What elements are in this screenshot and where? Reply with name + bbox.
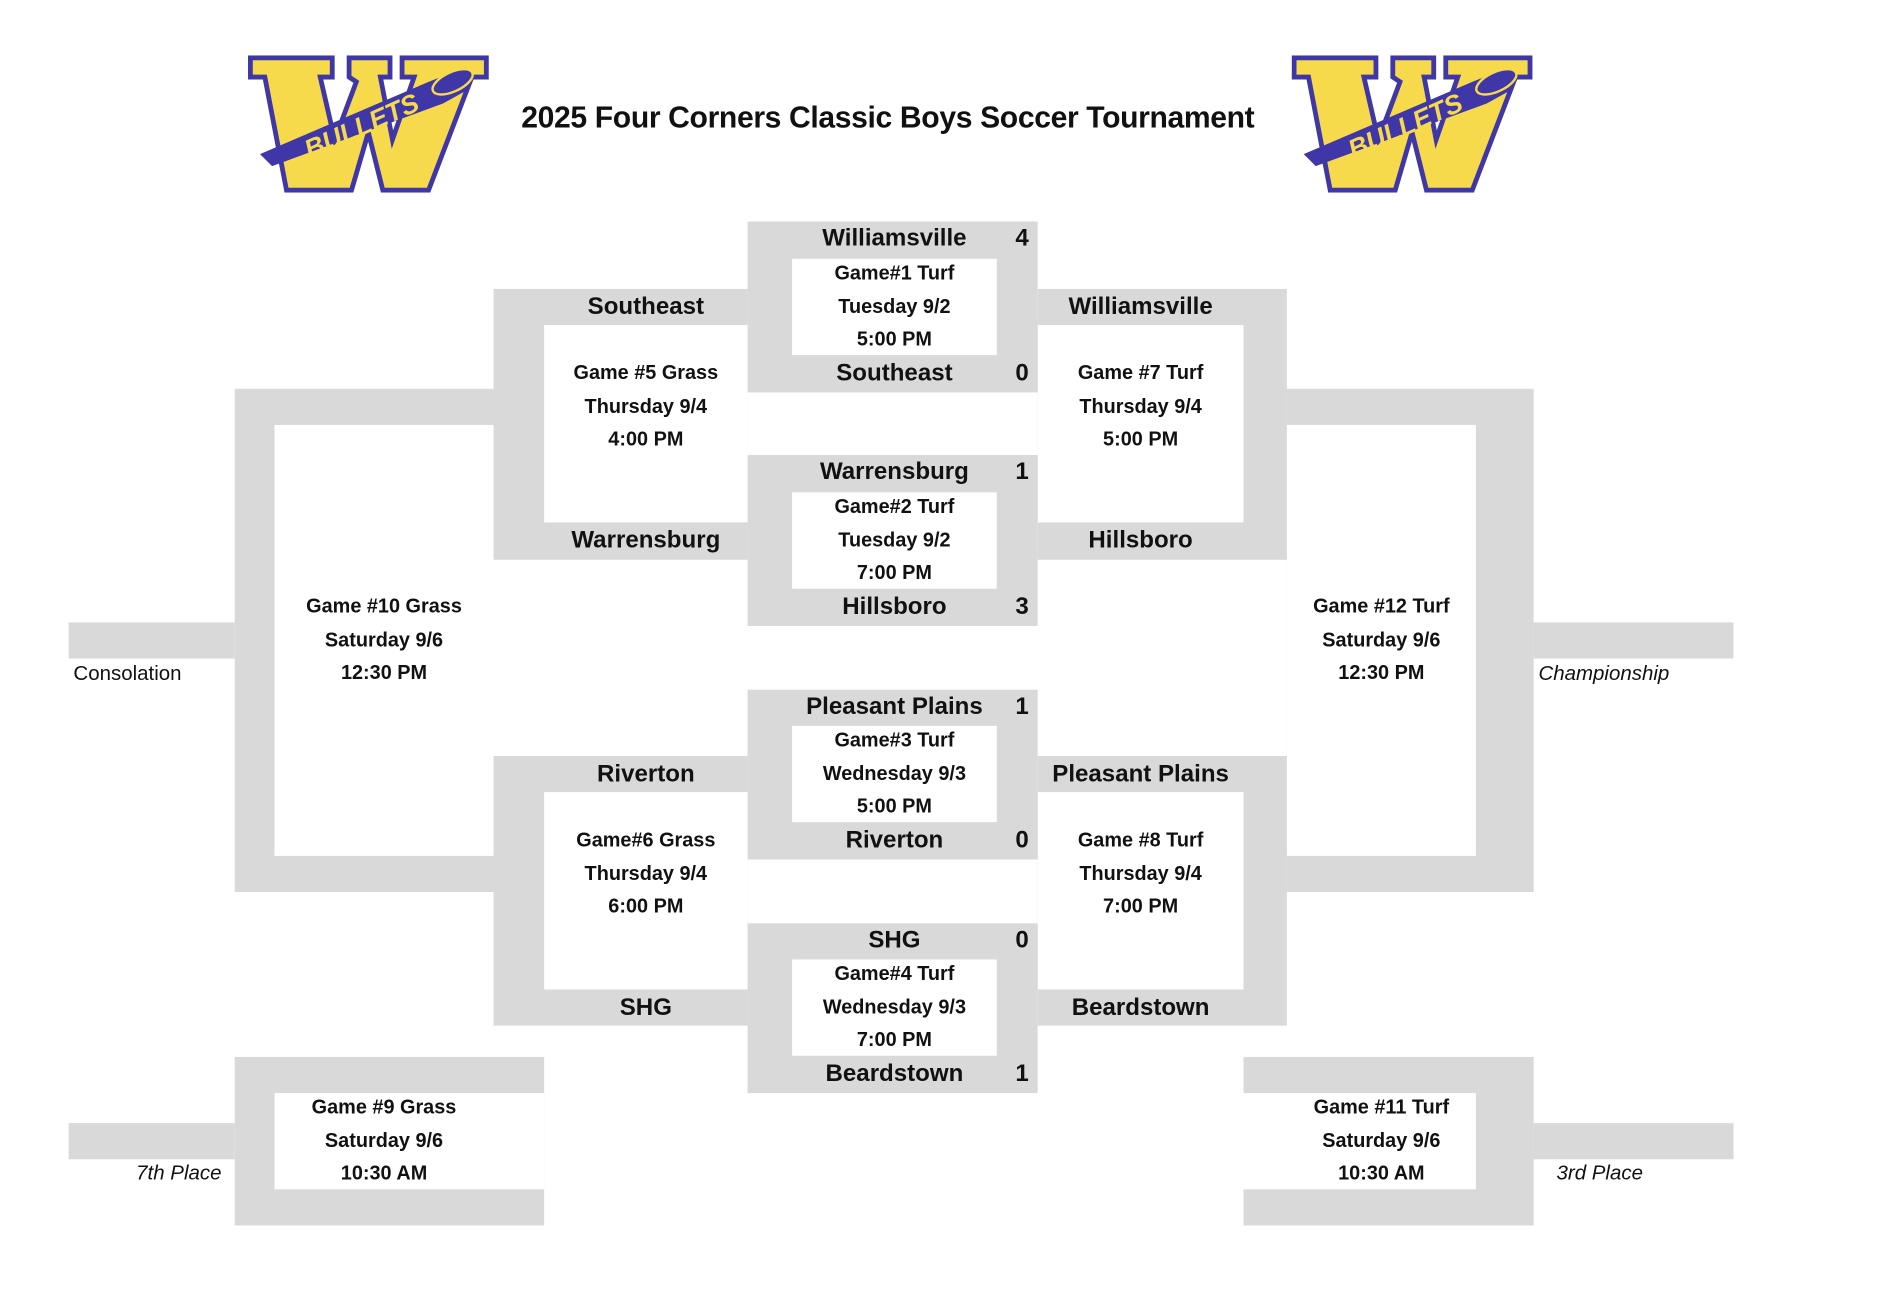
game1-bottom-score: 0 xyxy=(1015,359,1029,387)
game7-bottom-team: Hillsboro xyxy=(1088,527,1193,554)
game1-top-score: 4 xyxy=(1015,225,1029,252)
third-place-line xyxy=(1533,1123,1734,1160)
game4-top-team: SHG xyxy=(868,926,921,954)
game5-top-team: Southeast xyxy=(587,293,705,321)
consolation-line xyxy=(68,622,235,659)
game1-top-team: Williamsville xyxy=(822,225,967,252)
game2-top-score: 1 xyxy=(1015,458,1029,486)
game4-bottom-team: Beardstown xyxy=(825,1060,964,1088)
seventh-place-line xyxy=(68,1123,235,1160)
game3-top-team: Pleasant Plains xyxy=(806,693,983,720)
game2-top-team: Warrensburg xyxy=(819,458,969,486)
championship-label: Championship xyxy=(1538,662,1670,685)
third-place-label: 3rd Place xyxy=(1556,1161,1643,1185)
game7-top-team: Williamsville xyxy=(1068,293,1213,321)
game3-bottom-team: Riverton xyxy=(845,827,944,854)
game6-top-team: Riverton xyxy=(597,760,695,788)
game8-top-team: Pleasant Plains xyxy=(1052,760,1229,788)
game2-bottom-score: 3 xyxy=(1015,593,1029,620)
game2-bottom-team: Hillsboro xyxy=(842,593,947,620)
game1-bottom-team: Southeast xyxy=(836,359,953,387)
page-title: 2025 Four Corners Classic Boys Soccer To… xyxy=(521,101,1255,135)
game3-bottom-score: 0 xyxy=(1015,827,1029,854)
game3-top-score: 1 xyxy=(1015,693,1029,720)
game4-bottom-score: 1 xyxy=(1015,1060,1029,1088)
game4-top-score: 0 xyxy=(1015,926,1029,954)
consolation-label: Consolation xyxy=(73,662,182,685)
championship-line xyxy=(1533,622,1734,659)
bullets-logo-right: BULLETS xyxy=(1291,55,1533,193)
game8-bottom-team: Beardstown xyxy=(1071,994,1210,1021)
bullets-logo-left: BULLETS xyxy=(247,55,489,193)
seventh-place-label: 7th Place xyxy=(136,1161,222,1185)
game5-bottom-team: Warrensburg xyxy=(571,527,721,554)
game6-bottom-team: SHG xyxy=(619,994,672,1021)
